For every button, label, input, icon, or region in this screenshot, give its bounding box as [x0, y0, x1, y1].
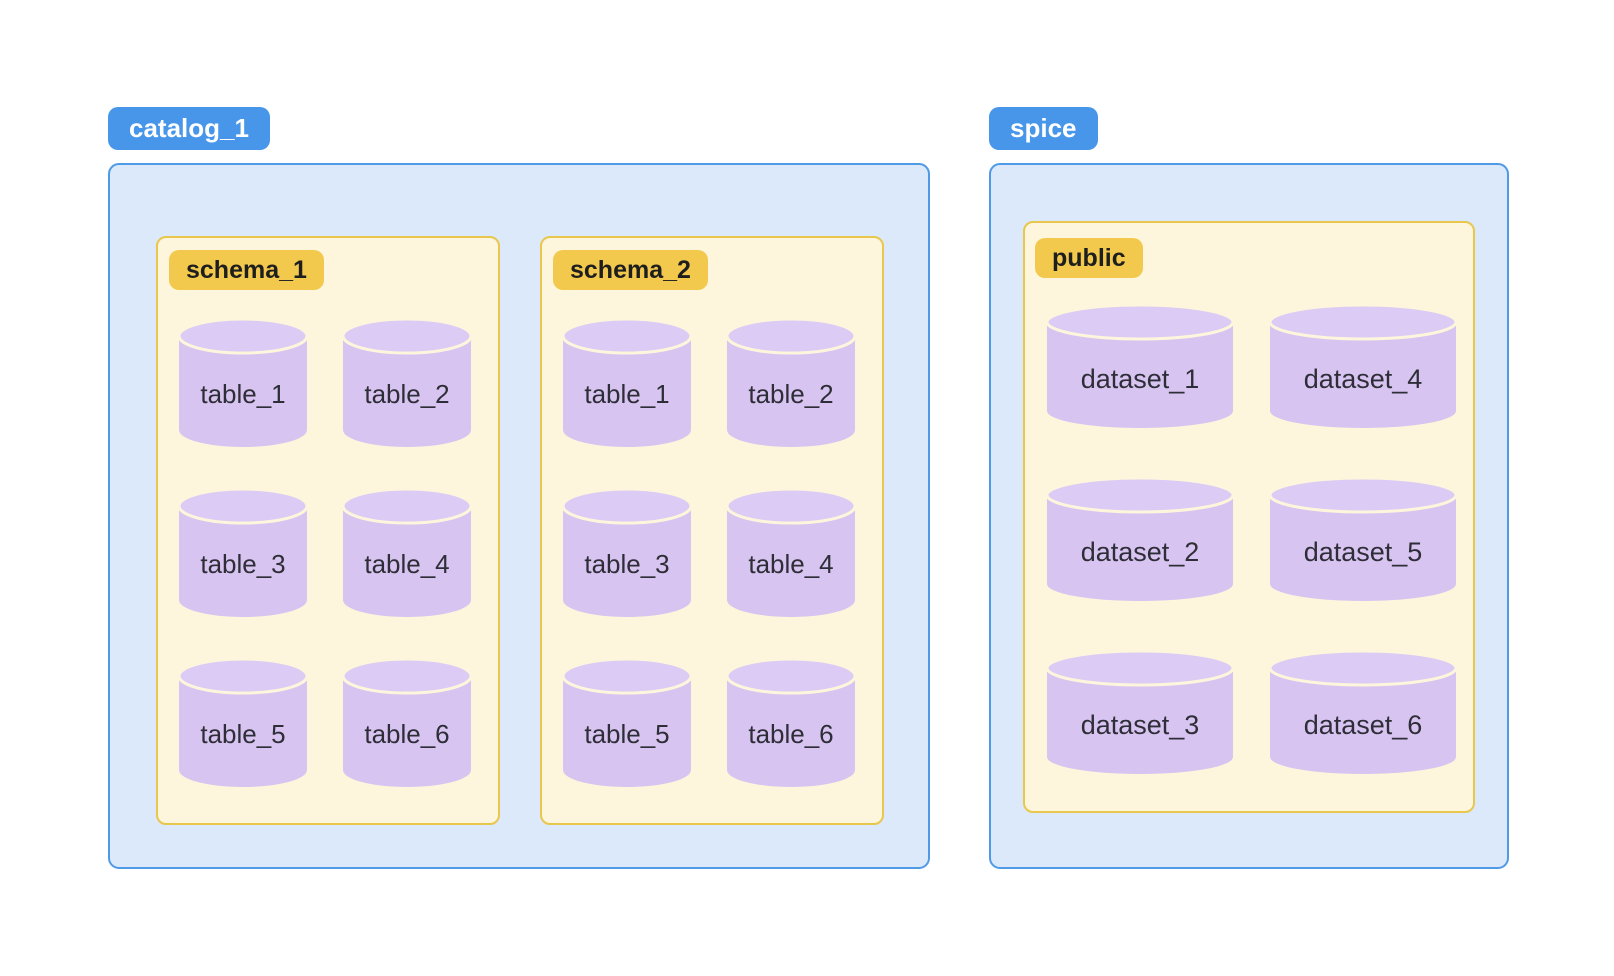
database-cylinder-icon	[179, 489, 307, 617]
table-label: table_2	[748, 378, 834, 409]
catalog-badge: catalog_1	[108, 107, 270, 150]
table-label: table_4	[364, 548, 450, 579]
dataset-label: dataset_5	[1303, 537, 1423, 567]
table-cylinder: table_1	[179, 319, 307, 447]
database-cylinder-icon	[1270, 478, 1456, 601]
table-label: table_6	[364, 718, 450, 749]
table-cylinder: table_3	[179, 489, 307, 617]
table-label: table_3	[200, 548, 286, 579]
spice-group: spice public dataset_1 dataset_4 dataset…	[989, 107, 1509, 869]
table-grid: table_1 table_2 table_3 table_4 table_5	[563, 319, 882, 787]
database-cylinder-icon	[563, 319, 691, 447]
table-label: table_3	[584, 548, 670, 579]
database-cylinder-icon	[343, 489, 471, 617]
table-label: table_4	[748, 548, 834, 579]
database-cylinder-icon	[1270, 305, 1456, 428]
table-cylinder: table_2	[343, 319, 471, 447]
catalog-container: schema_1 table_1 table_2 table_3 table_4	[108, 163, 930, 869]
table-grid: table_1 table_2 table_3 table_4 table_5	[179, 319, 498, 787]
database-cylinder-icon	[343, 319, 471, 447]
database-cylinder-icon	[1047, 651, 1233, 774]
dataset-cylinder: dataset_5	[1270, 478, 1456, 601]
dataset-cylinder: dataset_2	[1047, 478, 1233, 601]
database-cylinder-icon	[1270, 651, 1456, 774]
table-cylinder: table_6	[727, 659, 855, 787]
dataset-label: dataset_2	[1080, 537, 1200, 567]
schema-2-box: schema_2 table_1 table_2 table_3 table_4	[540, 236, 884, 825]
dataset-label: dataset_3	[1080, 710, 1200, 740]
table-cylinder: table_3	[563, 489, 691, 617]
dataset-label: dataset_1	[1080, 364, 1200, 394]
dataset-cylinder: dataset_1	[1047, 305, 1233, 428]
table-label: table_5	[200, 718, 286, 749]
schema-badge: schema_2	[553, 250, 708, 290]
dataset-grid: dataset_1 dataset_4 dataset_2 dataset_5 …	[1047, 305, 1473, 774]
table-cylinder: table_2	[727, 319, 855, 447]
database-cylinder-icon	[343, 659, 471, 787]
dataset-cylinder: dataset_6	[1270, 651, 1456, 774]
catalog-container: public dataset_1 dataset_4 dataset_2 dat…	[989, 163, 1509, 869]
database-cylinder-icon	[727, 489, 855, 617]
database-cylinder-icon	[1047, 478, 1233, 601]
database-cylinder-icon	[179, 659, 307, 787]
database-cylinder-icon	[563, 489, 691, 617]
catalog-badge: spice	[989, 107, 1098, 150]
table-cylinder: table_5	[563, 659, 691, 787]
database-cylinder-icon	[563, 659, 691, 787]
table-label: table_1	[584, 378, 670, 409]
schema-1-box: schema_1 table_1 table_2 table_3 table_4	[156, 236, 500, 825]
dataset-label: dataset_6	[1303, 710, 1423, 740]
table-cylinder: table_6	[343, 659, 471, 787]
table-cylinder: table_5	[179, 659, 307, 787]
dataset-label: dataset_4	[1303, 364, 1423, 394]
dataset-cylinder: dataset_4	[1270, 305, 1456, 428]
table-label: table_2	[364, 378, 450, 409]
schema-badge: public	[1035, 238, 1143, 278]
database-cylinder-icon	[1047, 305, 1233, 428]
schema-badge: schema_1	[169, 250, 324, 290]
table-cylinder: table_4	[343, 489, 471, 617]
table-label: table_6	[748, 718, 834, 749]
catalog-1-group: catalog_1 schema_1 table_1 table_2 table…	[108, 107, 930, 869]
table-cylinder: table_1	[563, 319, 691, 447]
table-label: table_1	[200, 378, 286, 409]
table-label: table_5	[584, 718, 670, 749]
database-cylinder-icon	[179, 319, 307, 447]
database-cylinder-icon	[727, 319, 855, 447]
dataset-cylinder: dataset_3	[1047, 651, 1233, 774]
database-cylinder-icon	[727, 659, 855, 787]
table-cylinder: table_4	[727, 489, 855, 617]
public-schema-box: public dataset_1 dataset_4 dataset_2 dat…	[1023, 221, 1475, 813]
